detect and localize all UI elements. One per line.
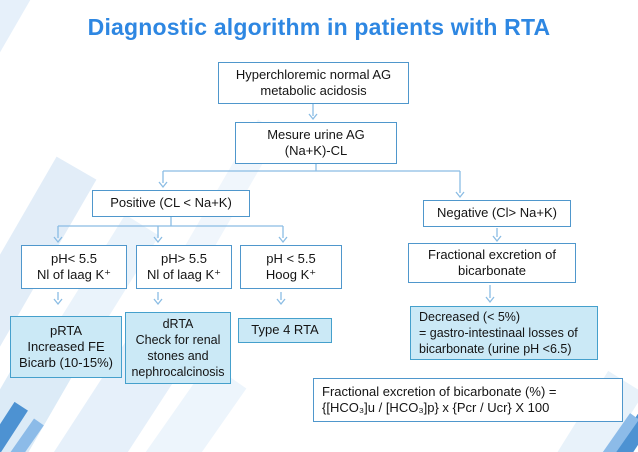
node-type4-rta-result: Type 4 RTA bbox=[238, 318, 332, 343]
slide-title: Diagnostic algorithm in patients with RT… bbox=[87, 14, 551, 40]
node-ph-low-high-k: pH < 5.5 Hoog K⁺ bbox=[240, 245, 342, 289]
node-hyperchloremic-acidosis: Hyperchloremic normal AG metabolic acido… bbox=[218, 62, 409, 104]
node-measure-urine-ag: Mesure urine AG (Na+K)-CL bbox=[235, 122, 397, 164]
node-fractional-excretion: Fractional excretion of bicarbonate bbox=[408, 243, 576, 283]
node-ph-high-normal-k: pH> 5.5 Nl of laag K⁺ bbox=[136, 245, 232, 289]
connector-measure-split bbox=[158, 164, 465, 199]
node-prta-result: pRTA Increased FE Bicarb (10-15%) bbox=[10, 316, 122, 378]
connector-negative-fe bbox=[492, 228, 502, 243]
node-ph-low-normal-k: pH< 5.5 Nl of laag K⁺ bbox=[21, 245, 127, 289]
node-drta-result: dRTA Check for renal stones and nephroca… bbox=[125, 312, 231, 384]
node-negative-urine-ag: Negative (Cl> Na+K) bbox=[423, 200, 571, 227]
connector-fe-decreased bbox=[485, 285, 495, 304]
connector-ph-results bbox=[53, 292, 286, 306]
connector-positive-split bbox=[53, 217, 288, 244]
node-fe-bicarbonate-formula: Fractional excretion of bicarbonate (%) … bbox=[313, 378, 623, 422]
node-decreased-gi-losses: Decreased (< 5%) = gastro-intestinaal lo… bbox=[410, 306, 598, 360]
node-positive-urine-ag: Positive (CL < Na+K) bbox=[92, 190, 250, 217]
connector-start-measure bbox=[308, 104, 318, 121]
